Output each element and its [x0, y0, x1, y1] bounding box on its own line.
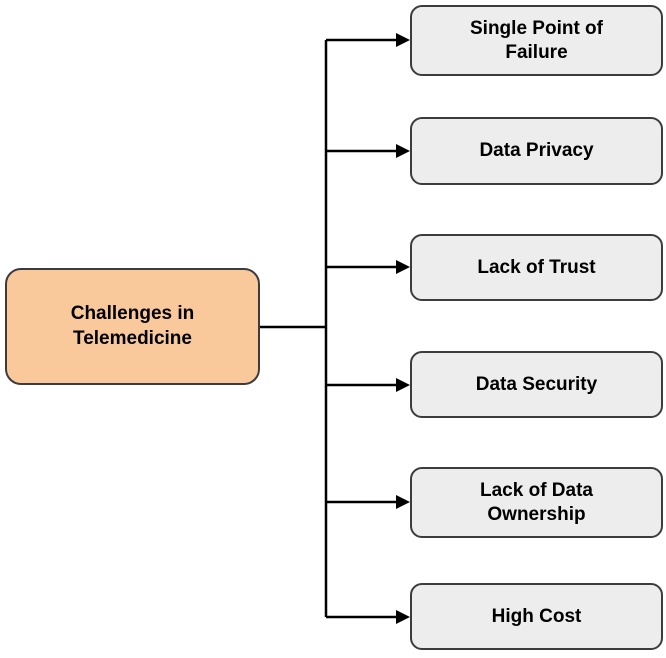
node-label: Lack of Data Ownership: [480, 479, 593, 525]
arrowhead-4: [396, 378, 410, 392]
node-label: Data Privacy: [479, 140, 594, 162]
node-label: Lack of Trust: [477, 256, 596, 278]
arrowhead-5: [396, 495, 410, 509]
node-label: High Cost: [491, 605, 582, 627]
node-lack-of-trust: Lack of Trust: [410, 234, 663, 301]
node-label: Single Point of Failure: [470, 17, 603, 63]
node-data-security: Data Security: [410, 351, 663, 418]
node-data-privacy: Data Privacy: [410, 117, 663, 185]
arrowhead-3: [396, 260, 410, 274]
node-single-point-of-failure: Single Point of Failure: [410, 5, 663, 76]
arrowhead-6: [396, 610, 410, 624]
arrowhead-2: [396, 144, 410, 158]
arrowhead-1: [396, 33, 410, 47]
node-label: Data Security: [475, 373, 598, 395]
node-high-cost: High Cost: [410, 583, 663, 650]
root-node-challenges-in-telemedicine: Challenges in Telemedicine: [5, 268, 260, 385]
node-lack-of-data-ownership: Lack of Data Ownership: [410, 467, 663, 538]
root-node-label: Challenges in Telemedicine: [70, 302, 195, 349]
